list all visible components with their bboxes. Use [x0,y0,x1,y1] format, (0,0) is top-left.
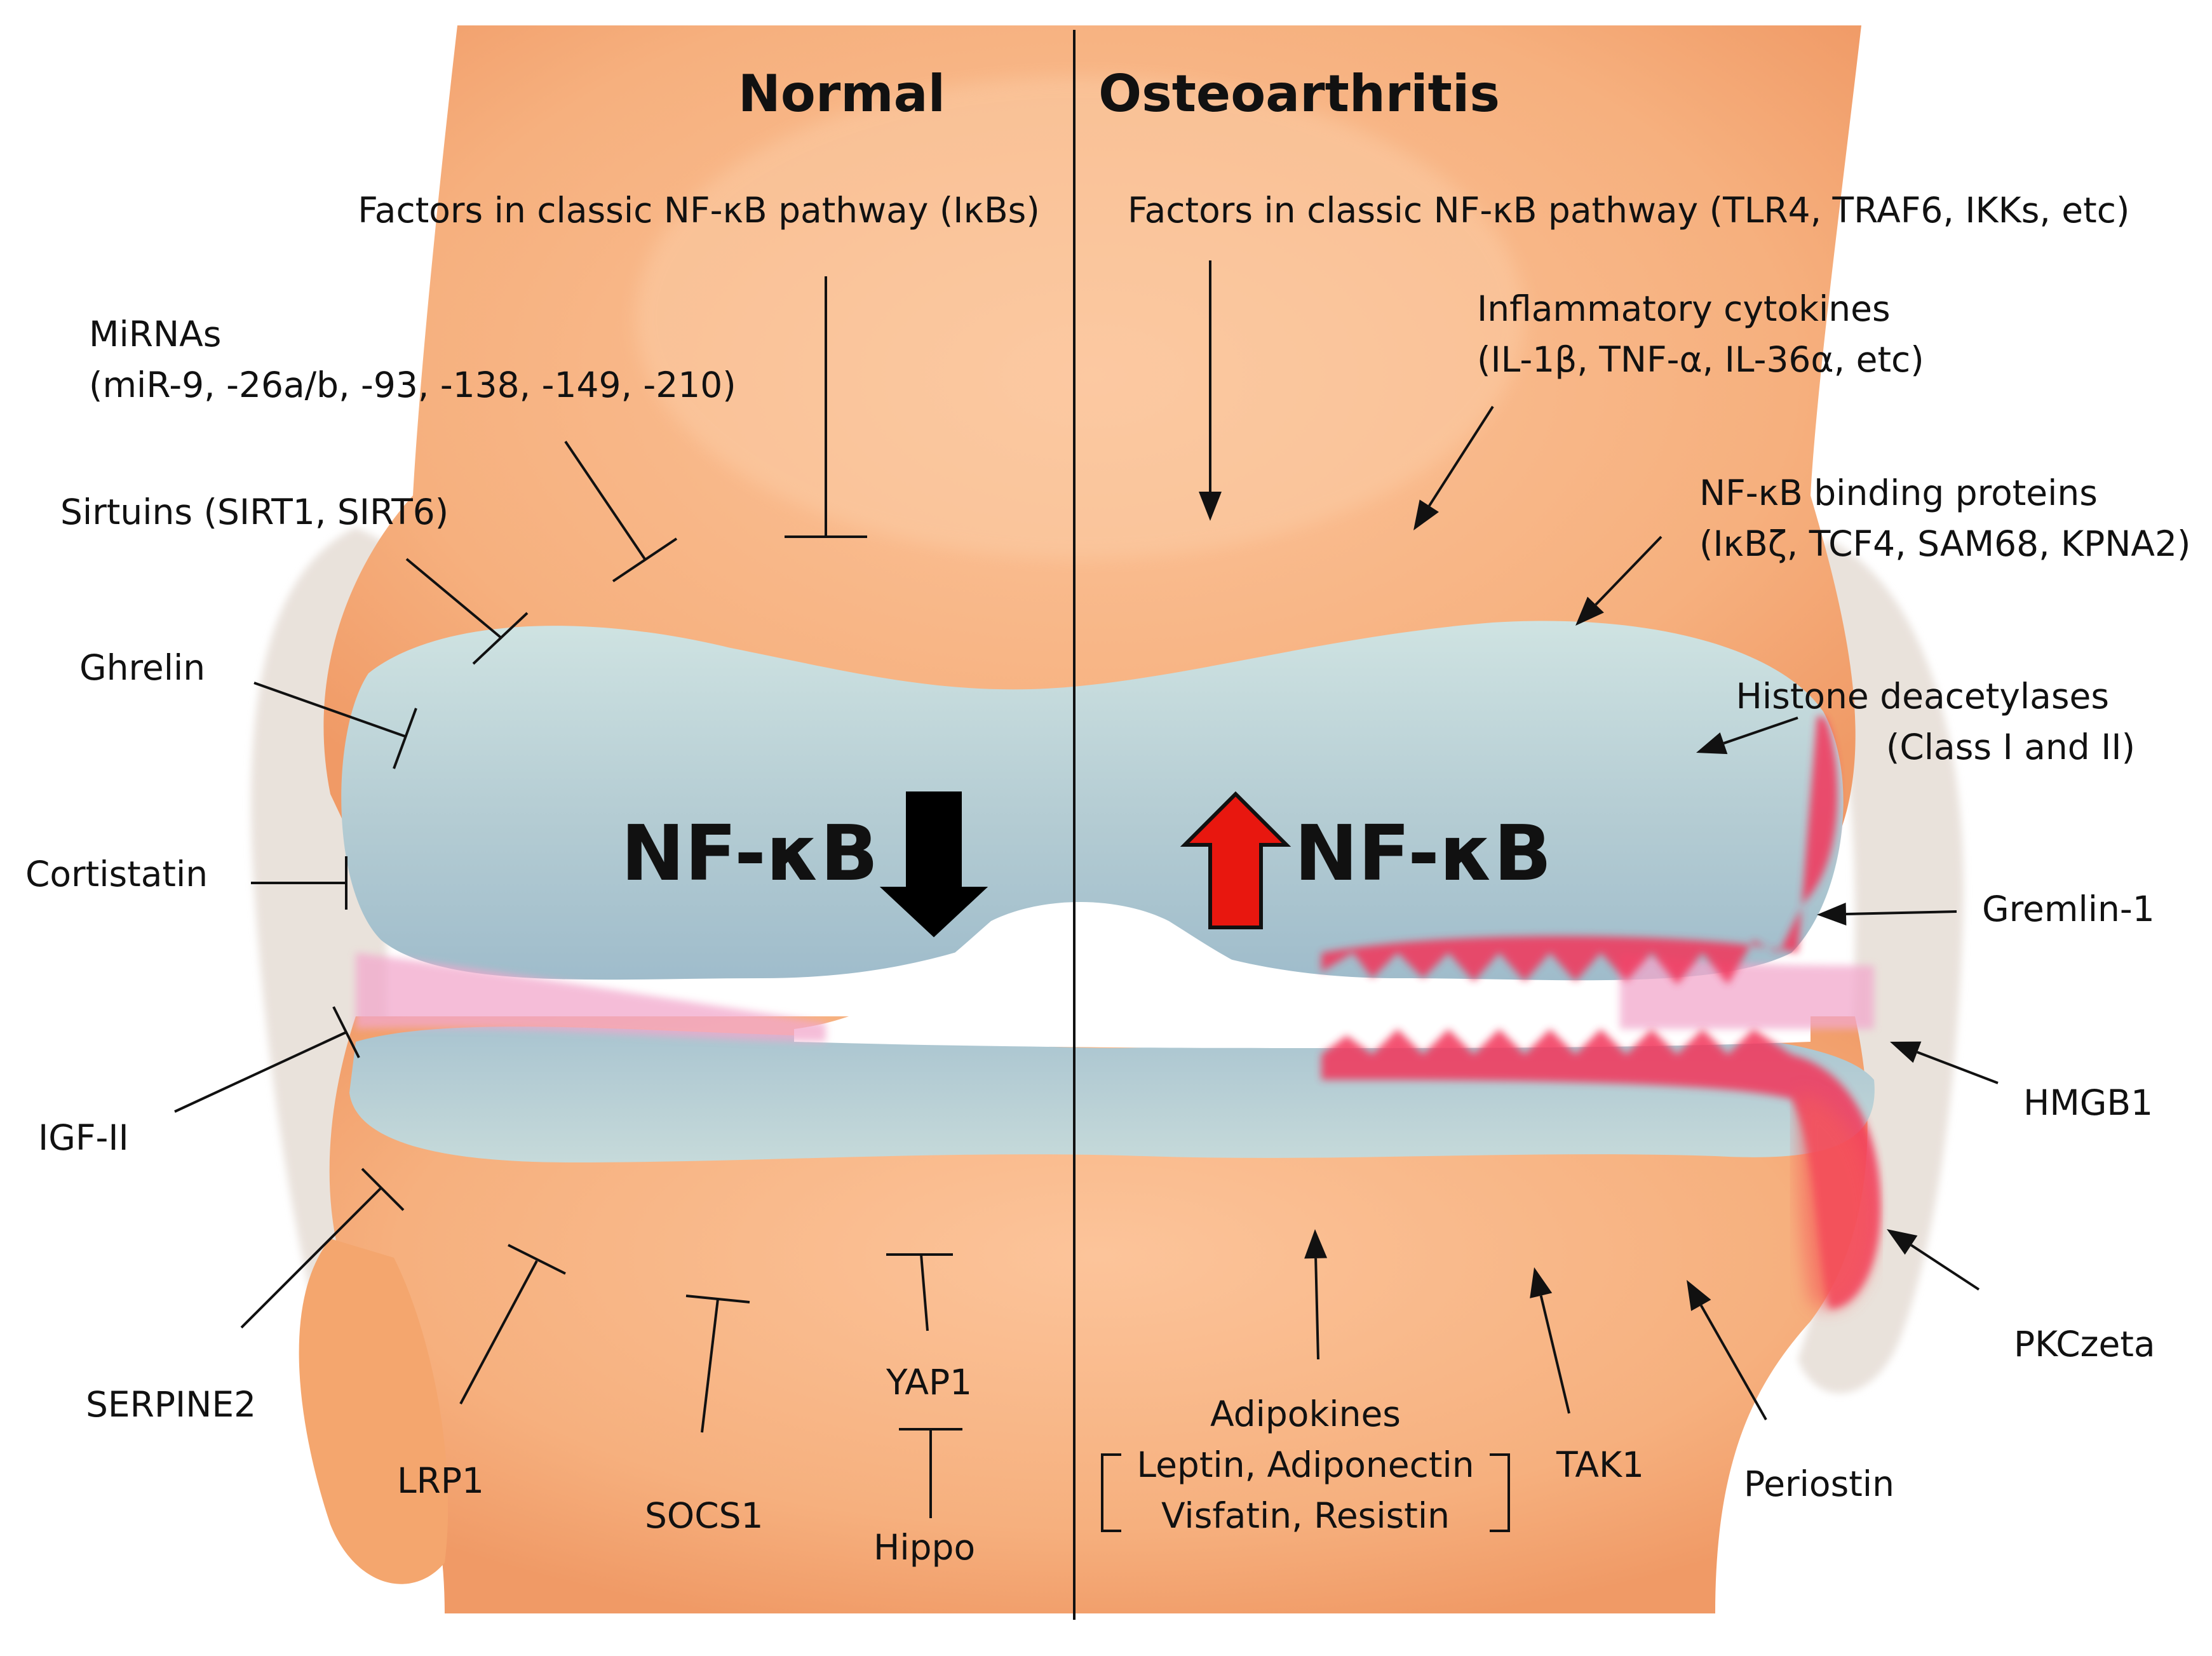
label-hippo: Hippo [873,1527,975,1568]
label-periostin: Periostin [1744,1464,1894,1504]
inhibit-classic-pathway [785,276,867,538]
label-socs1: SOCS1 [645,1495,764,1536]
normal-inhibitors: Factors in classic NF-κB pathway (IκBs) … [25,190,1040,1568]
label-classic-pathway-normal: Factors in classic NF-κB pathway (IκBs) [358,190,1040,231]
label-adipokines-line2: Visfatin, Resistin [1161,1495,1450,1536]
inhibit-socs1 [685,1295,750,1433]
femur-highlight [635,76,1525,559]
inflamed-cartilage-upper [1321,715,1838,985]
nfkb-normal-label: NF-κB [621,810,878,898]
label-hdac-title: Histone deacetylases [1736,676,2109,717]
label-cortistatin: Cortistatin [25,854,208,894]
label-binding-list: (IκBζ, TCF4, SAM68, KPNA2) [1699,523,2191,564]
label-sirtuins: Sirtuins (SIRT1, SIRT6) [60,492,448,532]
inflamed-bone-edge [1798,1093,1875,1309]
inhibit-mirnas [564,440,678,582]
inhibit-yap1 [886,1253,953,1331]
oa-activators: Factors in classic NF-κB pathway (TLR4, … [1128,190,2191,1536]
label-mirnas-list: (miR-9, -26a/b, -93, -138, -149, -210) [89,365,736,405]
label-binding-title: NF-κB binding proteins [1699,473,2098,513]
arrow-binding-proteins [1575,535,1662,626]
label-cytokines-list: (IL-1β, TNF-α, IL-36α, etc) [1477,339,1924,380]
arrow-tak1 [1530,1267,1570,1414]
label-igf2: IGF-II [38,1117,129,1158]
inhibit-sirtuins [405,558,529,665]
adipokines-bracket [1101,1453,1510,1532]
inhibit-hippo [899,1428,962,1518]
nfkb-increase-arrow [1180,791,1291,929]
meniscus-right [1620,953,1874,1029]
label-hdac-list: (Class I and II) [1886,727,2135,767]
fibula [299,1239,448,1584]
nfkb-decrease-arrow [879,791,988,938]
joint-space [794,902,1811,1048]
meniscus-left [356,953,826,1042]
inhibit-cortistatin [251,856,347,910]
label-yap1: YAP1 [886,1362,972,1403]
label-gremlin: Gremlin-1 [1982,889,2155,929]
label-hmgb1: HMGB1 [2023,1082,2153,1123]
label-tak1: TAK1 [1556,1444,1644,1485]
arrow-adipokines [1304,1229,1328,1360]
nfkb-oa-label: NF-κB [1294,810,1551,898]
osteoarthritis-title: Osteoarthritis [1098,64,1500,123]
label-cytokines-title: Inflammatory cytokines [1477,288,1891,329]
activation-arrows [1199,260,1999,1420]
arrow-hdac [1696,717,1798,755]
arrow-classic-pathway [1199,260,1222,521]
label-serpine2: SERPINE2 [86,1384,256,1425]
inhibit-igf2 [174,1006,360,1113]
arrow-gremlin [1817,902,1957,926]
synovial-capsule-right [1791,540,1964,1394]
knee-illustration [251,25,1964,1613]
label-lrp1: LRP1 [397,1460,484,1501]
tibia [329,1016,1868,1613]
label-mirnas-title: MiRNAs [89,314,221,354]
arrow-pkczeta [1887,1229,1980,1291]
arrow-hmgb1 [1890,1041,1999,1084]
femoral-cartilage [341,621,1844,981]
label-adipokines-title: Adipokines [1210,1394,1401,1434]
inhibit-serpine2 [240,1168,405,1329]
label-adipokines-line1: Leptin, Adiponectin [1136,1444,1474,1485]
inhibit-lrp1 [459,1244,566,1404]
arrow-cytokines [1413,405,1494,530]
arrow-periostin [1687,1280,1767,1420]
normal-title: Normal [738,64,945,123]
label-ghrelin: Ghrelin [79,647,205,688]
label-classic-pathway-oa: Factors in classic NF-κB pathway (TLR4, … [1128,190,2129,231]
inhibit-ghrelin [253,682,417,769]
inhibition-lines [174,276,962,1518]
label-pkczeta: PKCzeta [2014,1324,2155,1364]
